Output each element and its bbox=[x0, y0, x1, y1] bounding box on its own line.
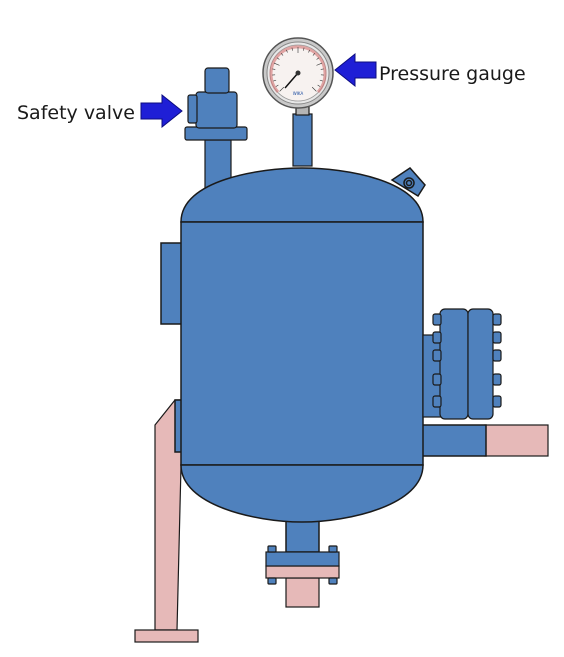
gauge-tick bbox=[276, 57, 280, 60]
pressure-gauge-arrow-icon bbox=[334, 52, 377, 88]
gauge-tick bbox=[273, 62, 280, 66]
safety-valve-label: Safety valve bbox=[17, 102, 135, 124]
safety-valve bbox=[184, 67, 248, 191]
gauge-stem bbox=[292, 104, 313, 167]
pressure-gauge-icon: WIKA bbox=[262, 37, 334, 109]
gauge-tick bbox=[275, 84, 279, 87]
gauge-tick bbox=[316, 57, 320, 60]
bottom-pink-pipe bbox=[265, 565, 340, 608]
gauge-tick bbox=[291, 47, 293, 51]
gauge-tick bbox=[273, 79, 277, 82]
pressure-gauge-label: Pressure gauge bbox=[379, 63, 526, 85]
gauge-tick bbox=[308, 49, 311, 53]
gauge-tick bbox=[319, 79, 323, 82]
bottom-flange bbox=[265, 545, 340, 585]
gauge-tick bbox=[280, 53, 284, 56]
svg-text:WIKA: WIKA bbox=[293, 91, 304, 96]
gauge-tick bbox=[303, 47, 305, 51]
gauge-tick bbox=[316, 62, 323, 66]
gauge-tick bbox=[317, 84, 321, 87]
gauge-tick bbox=[279, 86, 285, 92]
side-manway-flange bbox=[422, 308, 502, 420]
safety-valve-arrow-icon bbox=[140, 93, 183, 129]
gauge-tick bbox=[285, 49, 288, 53]
gauge-tick bbox=[312, 53, 316, 56]
right-pink-pipe bbox=[484, 424, 549, 457]
gauge-tick bbox=[311, 86, 317, 92]
